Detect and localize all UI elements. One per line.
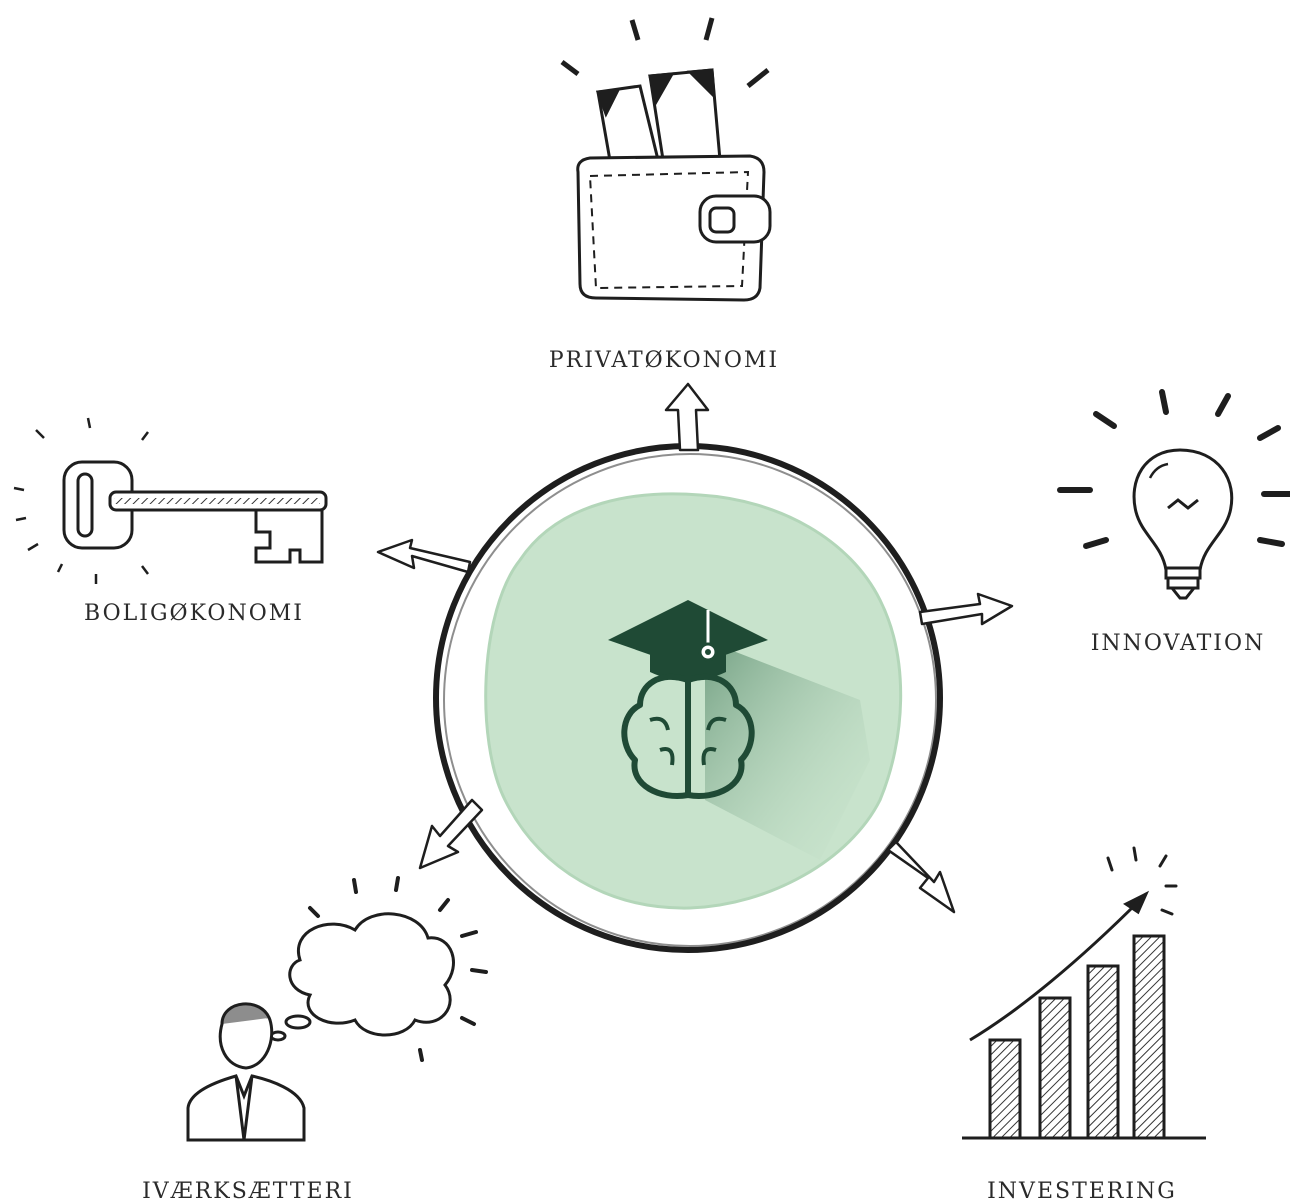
label-investering: INVESTERING	[987, 1179, 1177, 1202]
label-boligokonomi: BOLIGØKONOMI	[84, 601, 304, 626]
center-hub	[433, 443, 943, 953]
wallet-icon	[560, 17, 772, 302]
label-innovation: INNOVATION	[1091, 631, 1266, 656]
center-icon-shadow	[705, 640, 870, 860]
growth-chart-icon	[962, 846, 1206, 1140]
arrow-down-right	[886, 840, 956, 914]
label-privatokonomi: PRIVATØKONOMI	[549, 348, 779, 373]
thinking-person-icon	[186, 876, 488, 1142]
graduation-cap-brain-icon	[608, 600, 768, 799]
arrow-left	[376, 538, 472, 574]
arrow-right	[918, 592, 1014, 626]
lightbulb-icon	[1057, 389, 1290, 600]
arrow-up	[664, 382, 710, 452]
label-ivaerksaetteri: IVÆRKSÆTTERI	[142, 1179, 354, 1202]
arrow-down-left	[418, 798, 484, 870]
arrows	[376, 382, 1014, 914]
key-icon	[13, 417, 328, 584]
